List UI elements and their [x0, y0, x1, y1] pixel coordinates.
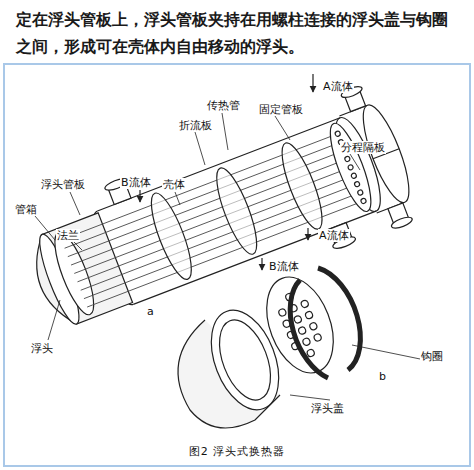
part-name: 壳体 — [162, 178, 186, 191]
flow-arrow — [261, 258, 262, 270]
header-text: 定在浮头管板上，浮头管板夹持在用螺柱连接的浮头盖与钩圈之间，形成可在壳体内自由移… — [16, 6, 458, 60]
part-name: 浮头管板 — [40, 178, 86, 191]
part-name: 传热管 — [206, 99, 241, 112]
part-name: 固定管板 — [258, 103, 304, 116]
tube-hole — [334, 131, 340, 137]
tube-hole — [347, 164, 353, 170]
baffle — [274, 139, 329, 233]
tube-hole — [305, 311, 314, 320]
tube-hole — [354, 181, 360, 187]
flow-label: A流体 — [322, 80, 354, 93]
exchanger-a — [14, 80, 426, 356]
view-letter: b — [378, 370, 387, 383]
tube-hole — [351, 173, 357, 179]
part-name: 浮头 — [30, 342, 54, 355]
leader-lines — [35, 113, 425, 400]
flow-label: A流体 — [318, 229, 350, 242]
figure-caption: 图2 浮头式换热器 — [189, 444, 286, 459]
frame — [4, 64, 470, 466]
floating-tubesheet-b — [254, 268, 346, 383]
tube-hole — [357, 189, 363, 195]
part-name: 法兰 — [56, 229, 80, 242]
baffle — [209, 164, 264, 258]
tube-hole — [309, 322, 318, 331]
tube-hole — [298, 326, 307, 335]
baffle — [144, 189, 199, 283]
tube-hole — [293, 315, 302, 324]
tube-hole — [278, 308, 287, 317]
part-name: 折流板 — [178, 119, 213, 132]
tube-hole — [302, 337, 311, 346]
tube-hole — [300, 299, 309, 308]
flow-arrow — [139, 190, 140, 202]
tube-hole — [313, 333, 322, 342]
view-letter: a — [146, 305, 155, 318]
flow-label: B流体 — [120, 176, 152, 189]
part-name: 分程隔板 — [340, 141, 386, 154]
tube-hole — [360, 198, 366, 204]
tube — [61, 134, 337, 240]
flow-label: B流体 — [268, 260, 300, 273]
tube-hole — [306, 348, 315, 357]
split-ring — [290, 280, 328, 378]
flow-arrow — [307, 228, 308, 240]
tube-hole — [344, 156, 350, 162]
flow-arrow — [312, 74, 313, 92]
split-ring — [318, 268, 360, 370]
tubes — [61, 134, 363, 307]
fixed-tubesheet — [323, 119, 379, 215]
exploded-b — [178, 268, 360, 428]
part-name: 管箱 — [14, 203, 38, 216]
nozzle-flange — [390, 215, 413, 230]
part-name: 钩圈 — [420, 350, 444, 363]
part-name: 浮头盖 — [310, 402, 345, 415]
